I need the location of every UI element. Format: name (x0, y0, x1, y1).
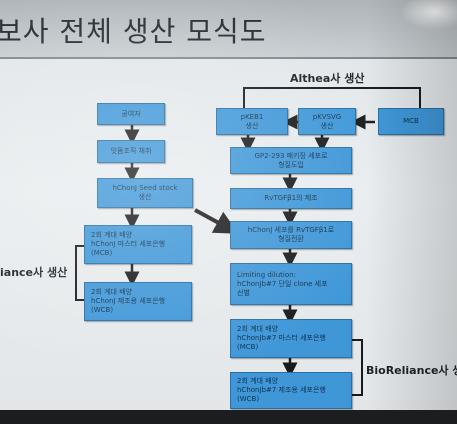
step-gp2-293: GP2-293 패키징 세포로 형질도입 (230, 147, 352, 174)
step-gp2-line1: GP2-293 패키징 세포로 (254, 151, 328, 160)
step-gum-tissue: 잇몸조직 채취 (97, 140, 165, 163)
step-mcb-reliance: 2회 계대 배양 hChonJb#7 마스터 세포은행 (MCB) (230, 319, 352, 358)
step-mcbr-line1: 2회 계대 배양 (237, 325, 279, 333)
step-donor-line1: 공여자 (121, 109, 141, 118)
step-pkeb1-line1: pKEB1 (240, 112, 264, 121)
step-mcb-althea-line1: MCB (403, 117, 419, 125)
step-limiting-line2: hChonJb#7 단일 clone 세포 (237, 279, 328, 288)
step-mcbr-line2: hChonJb#7 마스터 세포은행 (237, 334, 326, 342)
step-wcbr-line3: (WCB) (237, 395, 260, 403)
right-reliance-bracket (352, 339, 363, 396)
step-pkvsvg: pKVSVG 생산 (298, 108, 356, 135)
step-gp2-line2: 형질도입 (278, 160, 304, 169)
step-rvtgf: RvTGFβ1의 제조 (230, 188, 352, 209)
step-seed-line1: hChonJ Seed stock (112, 184, 178, 192)
step-transduce-line1: hChonJ 세포를 RvTGFβ1로 (247, 226, 335, 234)
althea-bracket (243, 87, 421, 108)
step-wcbr-line1: 2회 계대 배양 (237, 377, 279, 385)
step-rvtgf-line1: RvTGFβ1의 제조 (264, 194, 318, 202)
slide-title: 보사 전체 생산 모식도 (0, 15, 267, 48)
step-limiting-line1: Limiting dilution: (237, 270, 296, 279)
step-wcb-line3: (WCB) (91, 306, 114, 314)
step-mcbr-line3: (MCB) (237, 343, 259, 351)
step-wcb-reliance: 2회 계대 배양 hChonJb#7 제조용 세포은행 (WCB) (230, 372, 352, 409)
title-band (0, 0, 457, 58)
step-mcb-line2: hChonJ 마스터 세포은행 (91, 240, 166, 248)
step-limiting-dilution: Limiting dilution: hChonJb#7 단일 clone 세포… (230, 263, 352, 305)
step-mcb: 2회 계대 배양 hChonJ 마스터 세포은행 (MCB) (84, 225, 192, 264)
step-donor: 공여자 (97, 103, 165, 125)
step-transduce: hChonJ 세포를 RvTGFβ1로 형질전환 (230, 221, 352, 249)
step-wcb-line2: hChonJ 제조용 세포은행 (91, 297, 166, 305)
left-reliance-bracket (75, 245, 84, 301)
step-pkvsvg-line2: 생산 (320, 121, 334, 130)
arrow-seed-transduce (194, 208, 239, 234)
althea-label: Althea사 생산 (290, 72, 365, 85)
step-gum-line1: 잇몸조직 채취 (110, 147, 152, 155)
step-wcb: 2회 계대 배양 hChonJ 제조용 세포은행 (WCB) (84, 282, 192, 321)
step-mcb-line3: (MCB) (91, 249, 113, 257)
step-mcb-line1: 2회 계대 배양 (91, 231, 133, 239)
step-mcb-althea: MCB (378, 108, 444, 135)
step-wcb-line1: 2회 계대 배양 (91, 288, 133, 296)
step-pkvsvg-line1: pKVSVG (312, 112, 342, 121)
step-pkeb1: pKEB1 생산 (216, 108, 288, 135)
step-seed-line2: 생산 (138, 193, 152, 201)
step-wcbr-line2: hChonJb#7 제조용 세포은행 (237, 386, 326, 394)
title-divider (0, 57, 457, 59)
step-seed-stock: hChonJ Seed stock 생산 (97, 178, 193, 208)
step-transduce-line2: 형질전환 (278, 235, 304, 243)
step-limiting-line3: 선별 (237, 288, 250, 297)
step-pkeb1-line2: 생산 (245, 121, 259, 130)
screen-bottom-edge (0, 410, 457, 424)
left-reliance-label: iance사 생산 (0, 266, 68, 279)
right-reliance-label: BioReliance사 생산 (366, 364, 457, 377)
